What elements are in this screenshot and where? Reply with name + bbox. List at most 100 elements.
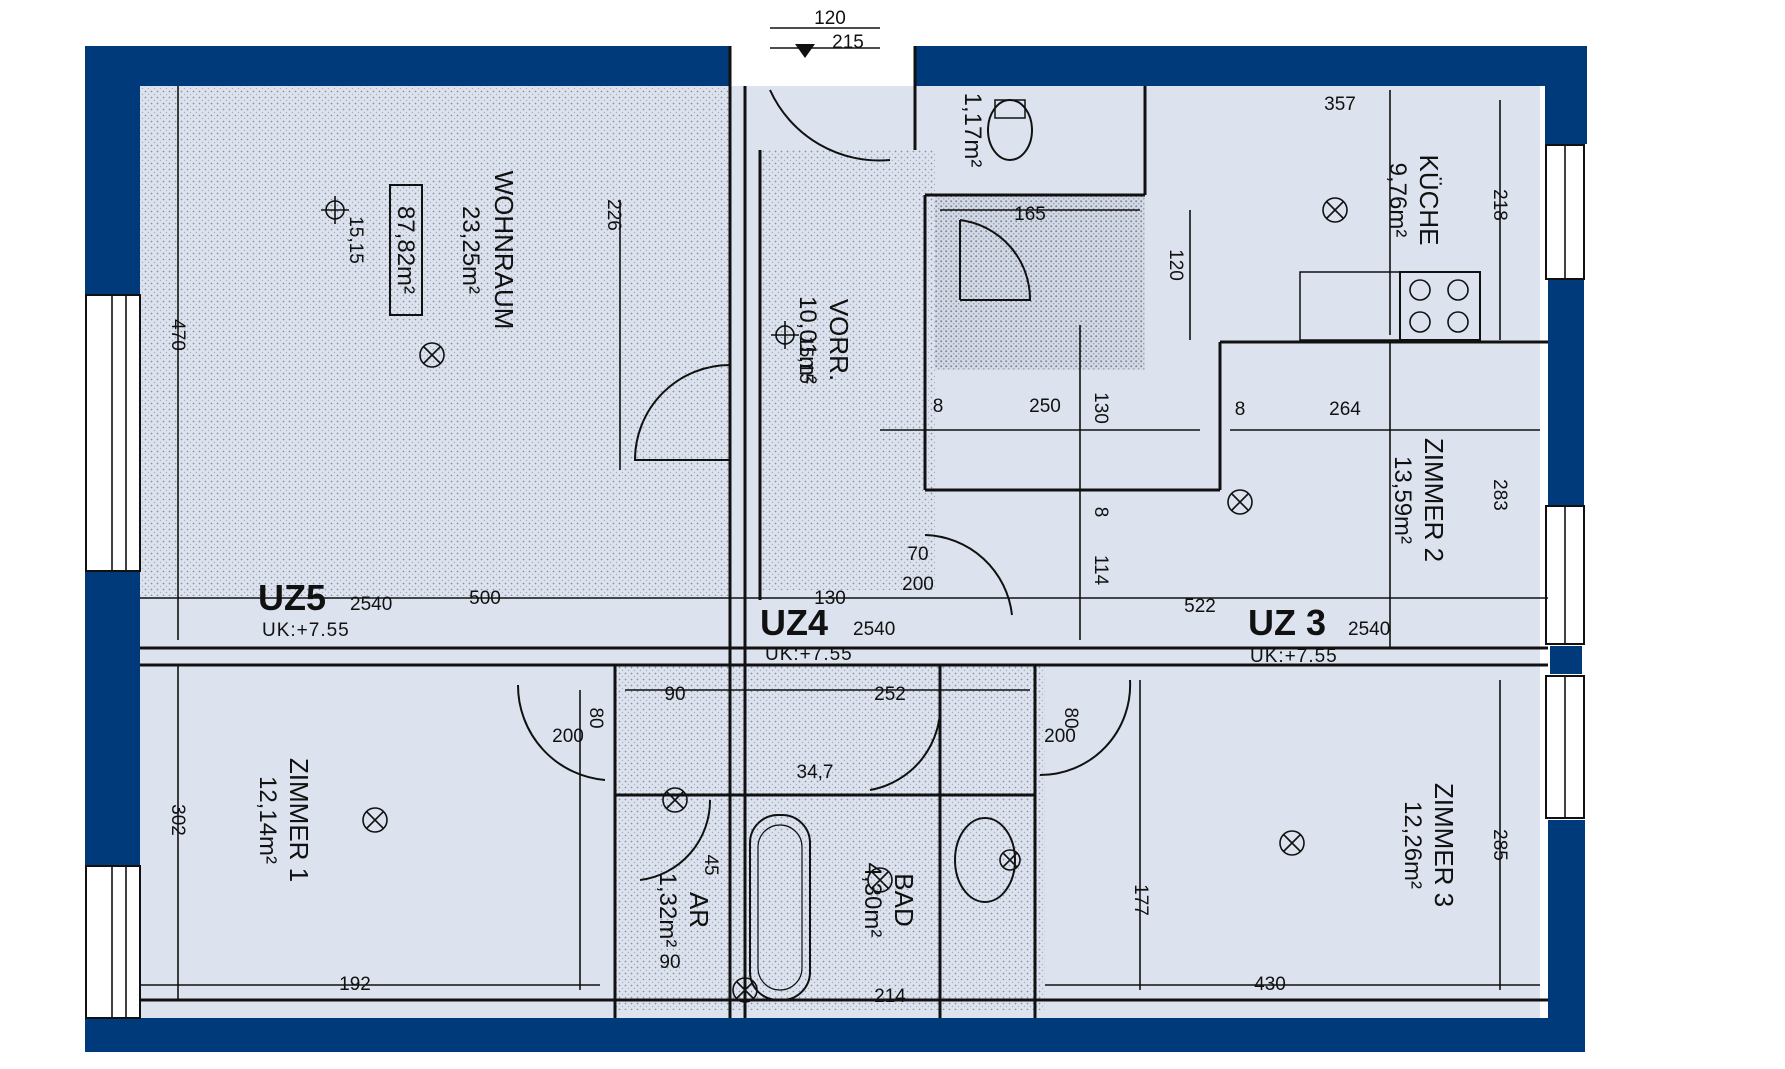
wall-right-top xyxy=(1545,46,1587,144)
dim-90: 90 xyxy=(664,684,685,705)
outlet-wohnraum-icon xyxy=(321,196,349,224)
wall-left-upper xyxy=(85,46,140,294)
zone-uz3-height: 2540 xyxy=(1348,619,1390,640)
room-name-bad: BAD xyxy=(889,873,919,926)
bathroom-floor xyxy=(615,665,1045,1010)
room-area-zimmer3: 12,26m² xyxy=(1399,801,1426,889)
light-zimmer1-icon xyxy=(362,807,388,833)
wall-bottom xyxy=(85,1018,1585,1052)
dim-250: 250 xyxy=(1029,396,1061,417)
dim-70: 70 xyxy=(907,544,928,565)
dim-8a: 8 xyxy=(933,396,944,417)
light-wc-icon xyxy=(999,849,1021,871)
door-bad xyxy=(869,699,942,791)
door-zimmer2 xyxy=(924,534,1013,616)
dim-120b: 120 xyxy=(1165,249,1186,281)
light-kueche-icon xyxy=(1322,197,1348,223)
dim-252: 252 xyxy=(874,684,906,705)
zone-uz5-label: UZ5 xyxy=(258,577,326,618)
wall-right-upper xyxy=(1548,280,1584,505)
door-zimmer1 xyxy=(516,684,606,781)
room-area-bad: 4,30m² xyxy=(859,863,886,938)
zone-uz3-label: UZ 3 xyxy=(1248,602,1326,643)
room-area-vorr: 10,01m² xyxy=(794,296,821,384)
dim-470: 470 xyxy=(167,319,188,351)
zone-uz4-height: 2540 xyxy=(853,619,895,640)
dim-200a: 200 xyxy=(552,726,584,747)
door-ar xyxy=(639,799,712,881)
wall-right-pillar xyxy=(1550,646,1582,674)
door-zimmer3 xyxy=(1039,679,1132,777)
wc-floor xyxy=(935,195,1145,370)
outlet-vorr-icon xyxy=(771,321,799,349)
zone-uz5-uk: UK:+7.55 xyxy=(262,620,350,641)
room-name-vorr: VORR. xyxy=(824,299,854,381)
entrance-arrow-icon xyxy=(795,44,815,58)
dim-226: 226 xyxy=(603,199,624,231)
dim-90b: 90 xyxy=(659,952,680,973)
dim-522: 522 xyxy=(1184,596,1216,617)
dim-top-120: 120 xyxy=(814,8,846,29)
wohnraum-floor xyxy=(140,86,730,596)
dim-80a: 80 xyxy=(585,707,606,728)
dim-1515b: 15,15 xyxy=(795,336,816,384)
room-name-wohnraum: WOHNRAUM xyxy=(489,171,519,330)
room-area-zimmer1: 12,14m² xyxy=(254,776,281,864)
total-area: 87,82m² xyxy=(392,206,419,294)
room-area-ar: 1,32m² xyxy=(654,873,681,948)
light-wohnraum-icon xyxy=(419,342,445,368)
dim-214: 214 xyxy=(874,986,906,1007)
dim-283: 283 xyxy=(1489,479,1510,511)
dim-285: 285 xyxy=(1489,829,1510,861)
light-vorr-icon xyxy=(732,977,758,1003)
wall-top-right xyxy=(915,46,1587,86)
light-zimmer3-icon xyxy=(1279,830,1305,856)
dim-347: 34,7 xyxy=(797,762,834,783)
dim-192: 192 xyxy=(339,974,371,995)
room-area-zimmer2: 13,59m² xyxy=(1389,456,1416,544)
dim-500: 500 xyxy=(469,588,501,609)
light-zimmer2-icon xyxy=(1227,489,1253,515)
room-name-ar: AR xyxy=(684,892,714,928)
dim-357: 357 xyxy=(1324,94,1356,115)
dim-1515a: 15,15 xyxy=(345,216,366,264)
window-left-1 xyxy=(85,294,141,572)
window-left-2 xyxy=(85,865,141,1019)
zone-uz4-uk: UK:+7.55 xyxy=(765,644,853,665)
dim-430: 430 xyxy=(1254,974,1286,995)
door-wc xyxy=(959,219,1032,301)
zone-uz5-height: 2540 xyxy=(350,594,392,615)
zone-uz4-label: UZ4 xyxy=(760,602,828,643)
room-area-kueche: 9,76m² xyxy=(1384,163,1411,238)
dim-80b: 80 xyxy=(1060,707,1081,728)
door-wohnraum xyxy=(633,364,731,461)
wall-left-middle xyxy=(85,572,140,865)
dim-177: 177 xyxy=(1130,884,1151,916)
entrance-opening xyxy=(730,46,915,86)
room-area-wohnraum: 23,25m² xyxy=(457,206,484,294)
wall-right-lower xyxy=(1548,820,1585,1052)
dim-130a: 130 xyxy=(814,588,846,609)
dim-165: 165 xyxy=(1014,204,1046,225)
dim-302: 302 xyxy=(167,804,188,836)
bathtub xyxy=(749,814,811,1001)
dim-8c: 8 xyxy=(1090,507,1111,518)
room-name-zimmer3: ZIMMER 3 xyxy=(1429,783,1459,907)
dim-200: 200 xyxy=(902,574,934,595)
zone-uz3-uk: UK:+7.55 xyxy=(1250,646,1338,667)
dim-114: 114 xyxy=(1090,555,1111,586)
room-area-wc: 1,17m² xyxy=(959,93,986,168)
room-name-zimmer1: ZIMMER 1 xyxy=(284,758,314,882)
dim-45: 45 xyxy=(700,854,721,875)
room-name-zimmer2: ZIMMER 2 xyxy=(1419,438,1449,562)
washbasin xyxy=(954,817,1016,903)
door-entrance xyxy=(769,89,891,162)
dim-264: 264 xyxy=(1329,399,1361,420)
dim-218: 218 xyxy=(1489,189,1510,221)
wall-top-left xyxy=(85,46,730,86)
light-ar-icon xyxy=(662,787,688,813)
vorraum-floor xyxy=(760,150,935,590)
dim-200b: 200 xyxy=(1044,726,1076,747)
total-area-box xyxy=(389,184,423,316)
